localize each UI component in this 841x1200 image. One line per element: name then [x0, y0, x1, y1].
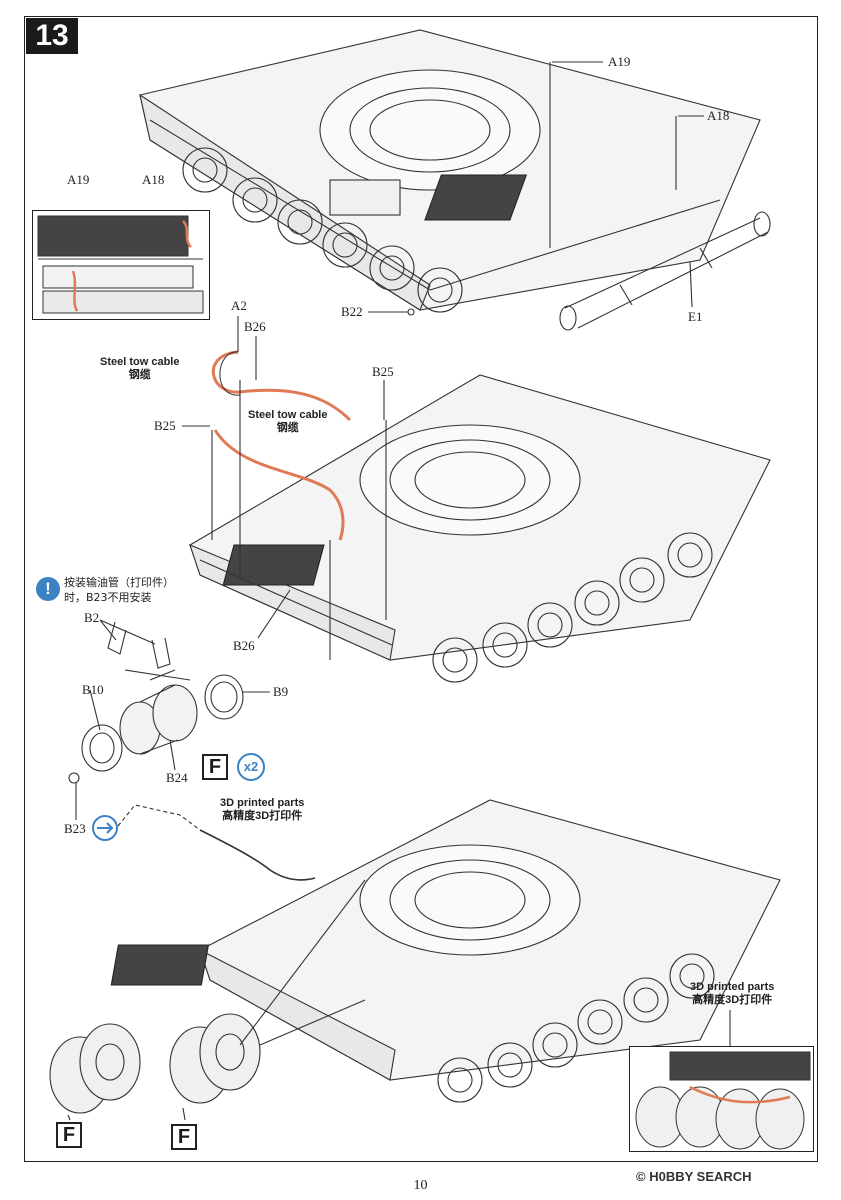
quantity-multiplier-badge: x2 [237, 753, 265, 781]
tow-cable-note-1: Steel tow cable 钢缆 [100, 356, 179, 382]
step-number: 13 [26, 18, 78, 54]
part-label-a2: A2 [231, 298, 247, 313]
install-note-line1: 按装输油管（打印件） [64, 576, 174, 589]
part-label-a18-inset: A18 [142, 172, 165, 187]
install-note: 按装输油管（打印件） 时，B23不用安装 [64, 575, 174, 605]
printed-parts-note-2-en: 3D printed parts [690, 981, 775, 993]
part-label-b10: B10 [82, 682, 104, 697]
part-label-b23: B23 [64, 821, 86, 836]
inset-top-drawing [37, 215, 204, 314]
tank-hull-middle [189, 374, 771, 661]
f-sprue-label-1: F [202, 754, 228, 780]
part-label-a19-inset: A19 [67, 172, 90, 187]
tow-cable-note-1-en: Steel tow cable [100, 356, 180, 368]
tow-cable-note-2: Steel tow cable 钢缆 [248, 409, 327, 435]
part-label-e1: E1 [688, 309, 703, 324]
install-note-line2: 时，B23不用安装 [64, 591, 152, 604]
printed-parts-note-2-cn: 高精度3D打印件 [692, 994, 773, 1006]
printed-parts-note-2: 3D printed parts 高精度3D打印件 [690, 981, 774, 1007]
part-label-b25-right: B25 [372, 364, 394, 379]
detail-inset-top [32, 210, 210, 320]
part-label-b26-top: B26 [244, 319, 266, 334]
part-label-b24: B24 [166, 770, 188, 785]
inset-bottom-drawing [635, 1051, 811, 1150]
tow-cable-note-1-cn: 钢缆 [128, 369, 151, 381]
tow-cable-note-2-en: Steel tow cable [248, 409, 328, 421]
printed-parts-note-1: 3D printed parts 高精度3D打印件 [220, 797, 304, 823]
part-label-b22: B22 [341, 304, 363, 319]
part-label-b25-left: B25 [154, 418, 176, 433]
fuel-drums-bottom [49, 879, 366, 1121]
printed-parts-note-1-en: 3D printed parts [220, 797, 305, 809]
part-label-b9: B9 [273, 684, 289, 699]
log-e1 [559, 211, 771, 331]
f-sprue-label-3: F [171, 1124, 197, 1150]
detail-inset-bottom [629, 1046, 814, 1152]
info-icon: ! [36, 577, 60, 601]
road-wheels-top [182, 147, 463, 313]
tank-hull-top [139, 29, 761, 311]
tank-hull-bottom [110, 799, 781, 1081]
page-frame [24, 16, 818, 1162]
tow-cable-note-2-cn: 钢缆 [276, 422, 299, 434]
part-label-b2: B2 [84, 610, 100, 625]
part-label-b26-bottom: B26 [233, 638, 255, 653]
printed-parts-note-1-cn: 高精度3D打印件 [222, 810, 303, 822]
fuel-drum-exploded [68, 619, 270, 820]
road-wheels-bottom [437, 953, 715, 1103]
watermark-prefix: © [636, 1169, 650, 1184]
part-label-a19-top: A19 [608, 54, 631, 69]
watermark-brand: H0BBY SEARCH [649, 1169, 752, 1184]
hobby-search-watermark: © H0BBY SEARCH [636, 1169, 752, 1184]
part-label-a18-top: A18 [707, 108, 730, 123]
road-wheels-middle [432, 532, 713, 683]
f-sprue-label-2: F [56, 1122, 82, 1148]
page-number: 10 [413, 1178, 428, 1193]
